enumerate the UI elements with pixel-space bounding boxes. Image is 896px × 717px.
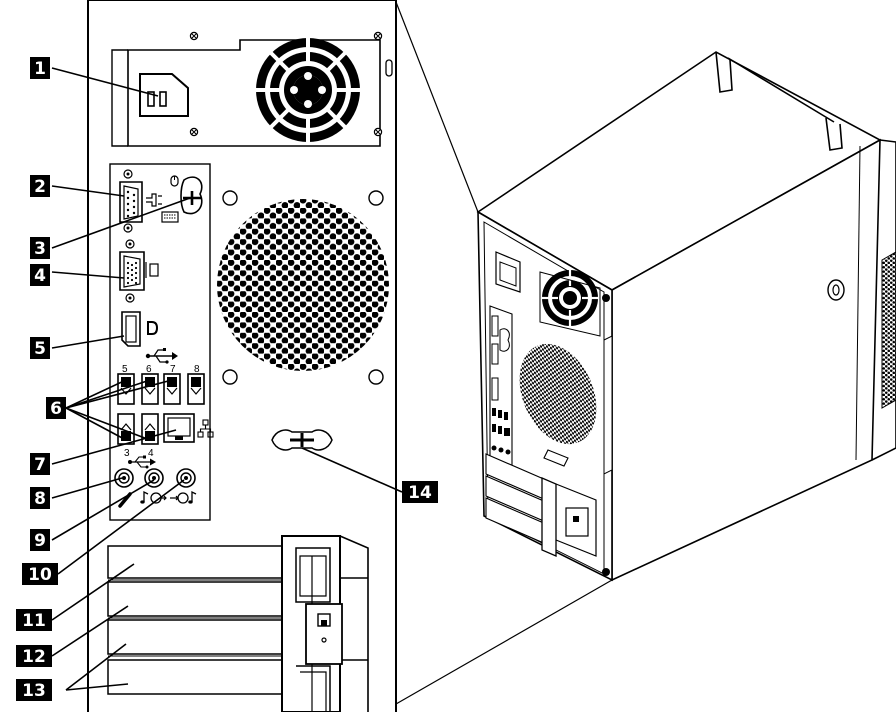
callout-9: 9 <box>30 529 50 551</box>
line-out-icon <box>140 490 167 504</box>
lock-icon <box>317 613 331 643</box>
callout-8: 8 <box>30 487 50 509</box>
callout-12: 12 <box>16 645 52 667</box>
usb-port-number: 8 <box>194 364 200 375</box>
svg-text:8: 8 <box>34 489 46 509</box>
line-in-jack <box>176 468 196 488</box>
usb-port-number: 3 <box>124 448 130 459</box>
svg-text:7: 7 <box>34 455 46 475</box>
io-panel <box>109 163 211 521</box>
callout-13: 13 <box>16 679 52 701</box>
rear-panel <box>87 0 613 712</box>
svg-text:6: 6 <box>50 399 62 419</box>
callout-3: 3 <box>30 237 50 259</box>
line-in-icon <box>170 490 197 504</box>
power-connector <box>139 73 189 117</box>
serial-port-icon <box>146 193 162 207</box>
power-supply <box>111 31 393 147</box>
svg-text:11: 11 <box>22 611 46 631</box>
usb-ports-top: 5 6 7 8 <box>117 364 205 405</box>
serial-port <box>119 169 162 233</box>
callout-labels: 1 2 3 4 5 6 7 8 <box>16 57 438 701</box>
callout-1: 1 <box>30 57 50 79</box>
usb-icon <box>145 348 178 364</box>
screw-icon <box>189 31 383 137</box>
slot-latch <box>281 535 369 713</box>
displayport-icon <box>147 321 159 335</box>
usb-port <box>187 373 205 405</box>
svg-text:5: 5 <box>34 339 46 359</box>
case-fan-grille <box>217 190 389 385</box>
svg-text:1: 1 <box>34 59 46 79</box>
usb-port-number: 4 <box>148 448 154 459</box>
usb-port-number: 7 <box>170 364 176 375</box>
svg-text:4: 4 <box>34 266 46 286</box>
svg-text:3: 3 <box>34 239 46 259</box>
usb-port-number: 6 <box>146 364 152 375</box>
svg-text:10: 10 <box>28 565 52 585</box>
callout-11: 11 <box>16 609 52 631</box>
callout-4: 4 <box>30 264 50 286</box>
svg-text:9: 9 <box>34 531 46 551</box>
callout-10: 10 <box>22 563 58 585</box>
usb-port <box>163 373 181 405</box>
usb-icon <box>128 455 156 469</box>
callout-7: 7 <box>30 453 50 475</box>
ps2-ports <box>161 175 203 223</box>
svg-text:13: 13 <box>22 681 46 701</box>
callout-6: 6 <box>46 397 66 419</box>
tower-3d-view <box>476 51 896 582</box>
svg-text:2: 2 <box>34 177 46 197</box>
svg-text:12: 12 <box>22 647 46 667</box>
callout-14: 14 <box>402 481 438 503</box>
vga-port <box>119 239 159 303</box>
expansion-slots <box>107 545 301 695</box>
leader-lines <box>51 67 403 691</box>
usb-port <box>141 373 159 405</box>
mouse-icon <box>170 175 179 187</box>
usb-ports-bottom: 3 4 <box>117 413 214 469</box>
microphone-jack <box>114 468 134 488</box>
monitor-icon <box>145 262 159 278</box>
security-slot <box>271 429 333 451</box>
network-icon <box>197 419 214 438</box>
displayport <box>121 311 159 347</box>
callout-5: 5 <box>30 337 50 359</box>
ethernet-port <box>163 413 195 443</box>
svg-text:14: 14 <box>408 483 432 503</box>
usb-port <box>117 373 135 405</box>
callout-2: 2 <box>30 175 50 197</box>
usb-port-number: 5 <box>122 364 128 375</box>
keyboard-icon <box>161 211 179 223</box>
psu-fan-grille <box>256 38 360 142</box>
front-vent <box>881 251 896 409</box>
